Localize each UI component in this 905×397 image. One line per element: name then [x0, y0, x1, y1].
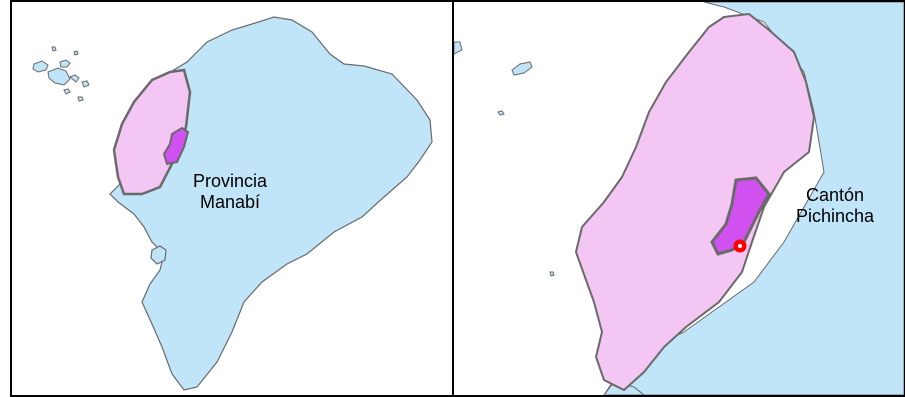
coastal-islands	[454, 41, 555, 277]
province-label-line1: Provincia	[192, 171, 268, 191]
country-map	[32, 16, 433, 391]
map-panel-province: Cantón Pichincha	[452, 0, 905, 397]
location-marker-center	[738, 244, 742, 248]
canton-label-line2: Pichincha	[795, 206, 875, 226]
pichincha-canton	[162, 126, 190, 166]
province-map	[454, 2, 904, 395]
province-label-line2: Manabí	[199, 192, 261, 212]
canton-label-line1: Cantón	[805, 185, 865, 205]
map-panel-country: Provincia Manabí	[10, 0, 453, 397]
galapagos-islands	[32, 46, 90, 102]
ecuador-mainland	[109, 16, 433, 391]
province-label: Provincia Manabí	[175, 171, 285, 213]
manabi-province	[574, 12, 816, 392]
puna-island	[150, 245, 167, 265]
canton-label: Cantón Pichincha	[775, 185, 895, 227]
